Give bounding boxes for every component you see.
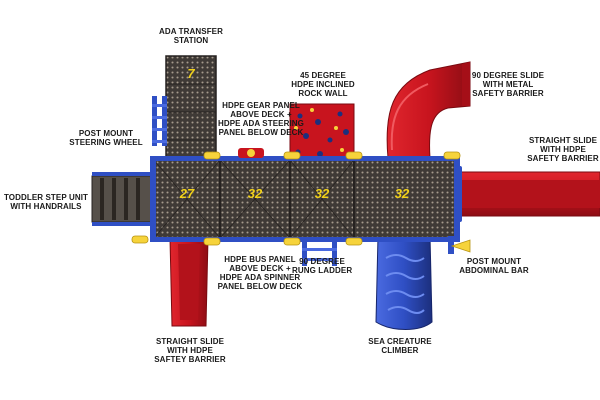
abdominal-bar: [448, 236, 471, 254]
label-line: CLIMBER: [381, 346, 419, 355]
label-line: POST MOUNT: [466, 257, 522, 266]
label-line: 90 DEGREE: [299, 257, 345, 266]
label-rock-wall: 45 DEGREE HDPE INCLINED ROCK WALL: [288, 71, 358, 98]
label-straight-slide-right: STRAIGHT SLIDE WITH HDPE SAFETY BARRIER: [526, 136, 600, 163]
label-line: ABOVE DECK +: [230, 110, 292, 119]
label-abdominal-bar: POST MOUNT ABDOMINAL BAR: [458, 257, 530, 275]
yellow-handholds: [131, 151, 461, 246]
toddler-step-unit: [91, 172, 155, 226]
deck-number-4: 32: [395, 186, 410, 201]
label-rung-ladder: 90 DEGREE RUNG LADDER: [292, 257, 352, 275]
label-line: HDPE GEAR PANEL: [222, 101, 300, 110]
label-line: WITH METAL: [482, 80, 534, 89]
straight-slide-right: [452, 166, 600, 222]
label-line: WITH HDPE: [540, 145, 586, 154]
label-line: WITH HANDRAILS: [10, 202, 82, 211]
label-line: HDPE BUS PANEL: [224, 255, 296, 264]
label-bus-panel: HDPE BUS PANEL ABOVE DECK + HDPE ADA SPI…: [216, 255, 304, 291]
label-line: ABOVE DECK +: [229, 264, 291, 273]
label-90-degree-slide: 90 DEGREE SLIDE WITH METAL SAFETY BARRIE…: [468, 71, 548, 98]
label-gear-panel: HDPE GEAR PANEL ABOVE DECK + HDPE ADA ST…: [216, 101, 306, 137]
label-line: ABDOMINAL BAR: [459, 266, 529, 275]
label-line: ROCK WALL: [298, 89, 348, 98]
label-line: TODDLER STEP UNIT: [3, 193, 89, 202]
straight-slide-bottom: [164, 232, 214, 327]
steering-wheel: [238, 148, 264, 158]
label-line: PANEL BELOW DECK: [217, 282, 303, 291]
curved-slide: [386, 61, 471, 159]
label-line: WITH HDPE: [167, 346, 213, 355]
deck-number-2: 32: [248, 186, 263, 201]
label-toddler-step: TODDLER STEP UNIT WITH HANDRAILS: [2, 193, 90, 211]
label-line: STEERING WHEEL: [69, 138, 143, 147]
label-line: ADA TRANSFER: [158, 27, 223, 36]
label-line: SAFETY BARRIER: [527, 154, 599, 163]
label-sea-creature: SEA CREATURE CLIMBER: [364, 337, 436, 355]
sea-creature-climber: [375, 235, 433, 330]
tower-deck: [165, 55, 217, 169]
label-line: HDPE ADA SPINNER: [219, 273, 301, 282]
tower-ladder: [152, 96, 167, 146]
label-line: STRAIGHT SLIDE: [155, 337, 225, 346]
main-deck: [153, 159, 457, 239]
label-line: STRAIGHT SLIDE: [528, 136, 598, 145]
label-line: SAFETY BARRIER: [472, 89, 544, 98]
label-line: 45 DEGREE: [300, 71, 346, 80]
label-line: STATION: [173, 36, 209, 45]
label-line: PANEL BELOW DECK: [218, 128, 304, 137]
label-line: RUNG LADDER: [292, 266, 353, 275]
label-line: HDPE ADA STEERING: [217, 119, 304, 128]
label-line: SAFTEY BARRIER: [154, 355, 226, 364]
deck-number-3: 32: [315, 186, 330, 201]
label-ada-transfer: ADA TRANSFER STATION: [154, 27, 228, 45]
label-line: POST MOUNT: [78, 129, 134, 138]
deck-number-1: 27: [179, 186, 195, 201]
rung-ladder: [302, 240, 337, 266]
label-line: 90 DEGREE SLIDE: [471, 71, 545, 80]
label-line: SEA CREATURE: [368, 337, 432, 346]
label-steering-wheel: POST MOUNT STEERING WHEEL: [66, 129, 146, 147]
deck-frame: [150, 156, 460, 242]
label-line: HDPE INCLINED: [291, 80, 355, 89]
deck-number-tower: 7: [187, 66, 195, 81]
label-straight-slide-bottom: STRAIGHT SLIDE WITH HDPE SAFTEY BARRIER: [150, 337, 230, 364]
